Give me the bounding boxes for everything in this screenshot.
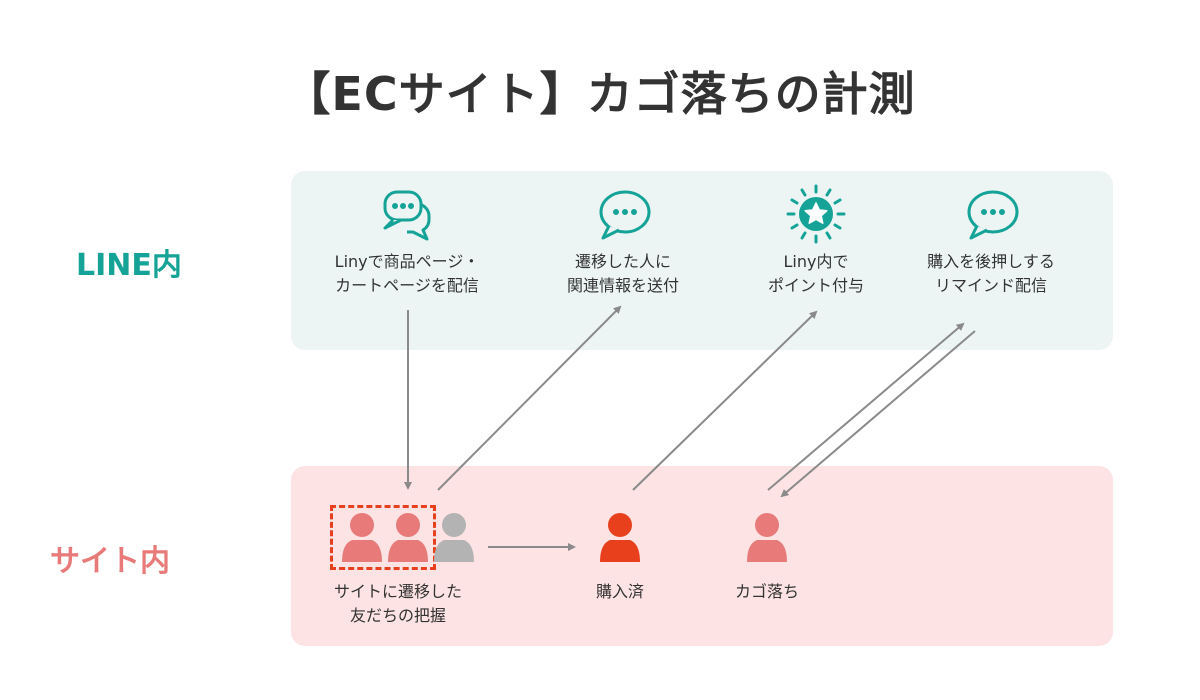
section-label-line: LINE内 [76,248,182,283]
double-chat-bubble-icon [383,190,431,241]
site-node-abandoned: カゴ落ち [734,582,799,601]
page-title: 【ECサイト】カゴ落ちの計測 [284,67,916,121]
site-panel [291,466,1113,646]
user-icon [434,513,474,562]
user-icon [388,513,428,562]
line-step-points: Liny内で ポイント付与 [716,184,916,298]
user-icon-abandoned [747,513,787,562]
site-node-purchased: 購入済 [595,582,644,601]
line-step-text-2: ポイント付与 [767,276,864,295]
line-step-text-2: リマインド配信 [934,276,1047,295]
chat-bubble-icon [967,190,1019,240]
section-label-site: サイト内 [50,544,170,579]
user-icon-purchased [600,513,640,562]
line-step-text-2: カートページを配信 [335,276,479,295]
line-step-text-1: 遷移した人に [574,252,671,271]
line-step-reminder: 購入を後押しする リマインド配信 [891,184,1091,298]
line-step-text-1: 購入を後押しする [927,252,1055,271]
chat-bubble-icon [599,190,651,240]
line-step-text-1: Liny内で [783,252,849,271]
line-step-text-1: Linyで商品ページ・ [334,252,480,271]
site-node-visitors: サイトに遷移した 友だちの把握 [298,580,498,628]
user-group-icon [342,513,474,562]
user-icon [342,513,382,562]
highlight-box [330,505,436,570]
line-step-related-info: 遷移した人に 関連情報を送付 [523,184,723,298]
line-step-deliver: Linyで商品ページ・ カートページを配信 [307,184,507,298]
star-badge-icon [786,184,846,244]
site-node-text-1: サイトに遷移した [333,582,462,601]
line-step-text-2: 関連情報を送付 [566,276,679,295]
site-node-text-2: 友だちの把握 [349,606,446,625]
